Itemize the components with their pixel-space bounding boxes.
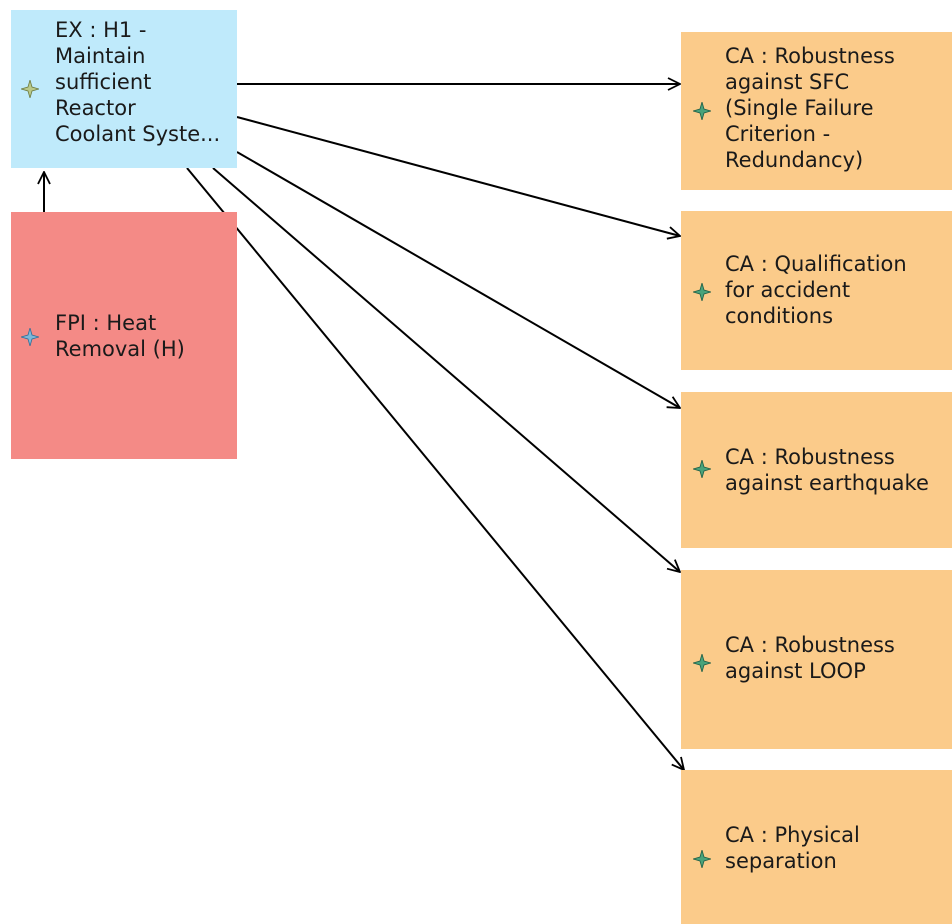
edge-ex-to-ca-qualification (236, 116, 680, 236)
diamond-star-icon (21, 328, 39, 346)
diamond-star-icon (693, 460, 711, 478)
node-ca-robustness-sfc[interactable]: CA : Robustness against SFC (Single Fail… (681, 32, 952, 190)
diamond-star-icon (693, 102, 711, 120)
node-fpi-heat-removal-label: FPI : Heat Removal (H) (55, 311, 185, 361)
node-ca-robustness-sfc-label: CA : Robustness against SFC (Single Fail… (725, 44, 895, 172)
diamond-star-icon (693, 654, 711, 672)
node-ca-qualification[interactable]: CA : Qualification for accident conditio… (681, 211, 952, 370)
node-ca-robustness-loop-label: CA : Robustness against LOOP (725, 633, 895, 683)
node-ca-physical-separation-label: CA : Physical separation (725, 823, 860, 873)
node-ca-robustness-loop[interactable]: CA : Robustness against LOOP (681, 570, 952, 749)
diamond-star-icon (693, 283, 711, 301)
node-ex-h1[interactable]: EX : H1 - Maintain sufficient Reactor Co… (11, 10, 237, 168)
edge-ex-to-ca-earthquake (236, 151, 680, 408)
edge-ex-to-ca-physical (186, 167, 684, 770)
node-ca-robustness-earthquake[interactable]: CA : Robustness against earthquake (681, 392, 952, 548)
node-ca-robustness-earthquake-label: CA : Robustness against earthquake (725, 445, 929, 495)
diamond-star-icon (693, 850, 711, 868)
edge-ex-to-ca-loop (212, 167, 680, 572)
node-ex-h1-label: EX : H1 - Maintain sufficient Reactor Co… (55, 18, 221, 146)
node-ca-qualification-label: CA : Qualification for accident conditio… (725, 252, 907, 328)
node-ca-physical-separation[interactable]: CA : Physical separation (681, 770, 952, 924)
node-fpi-heat-removal[interactable]: FPI : Heat Removal (H) (11, 212, 237, 459)
diamond-star-icon (21, 80, 39, 98)
